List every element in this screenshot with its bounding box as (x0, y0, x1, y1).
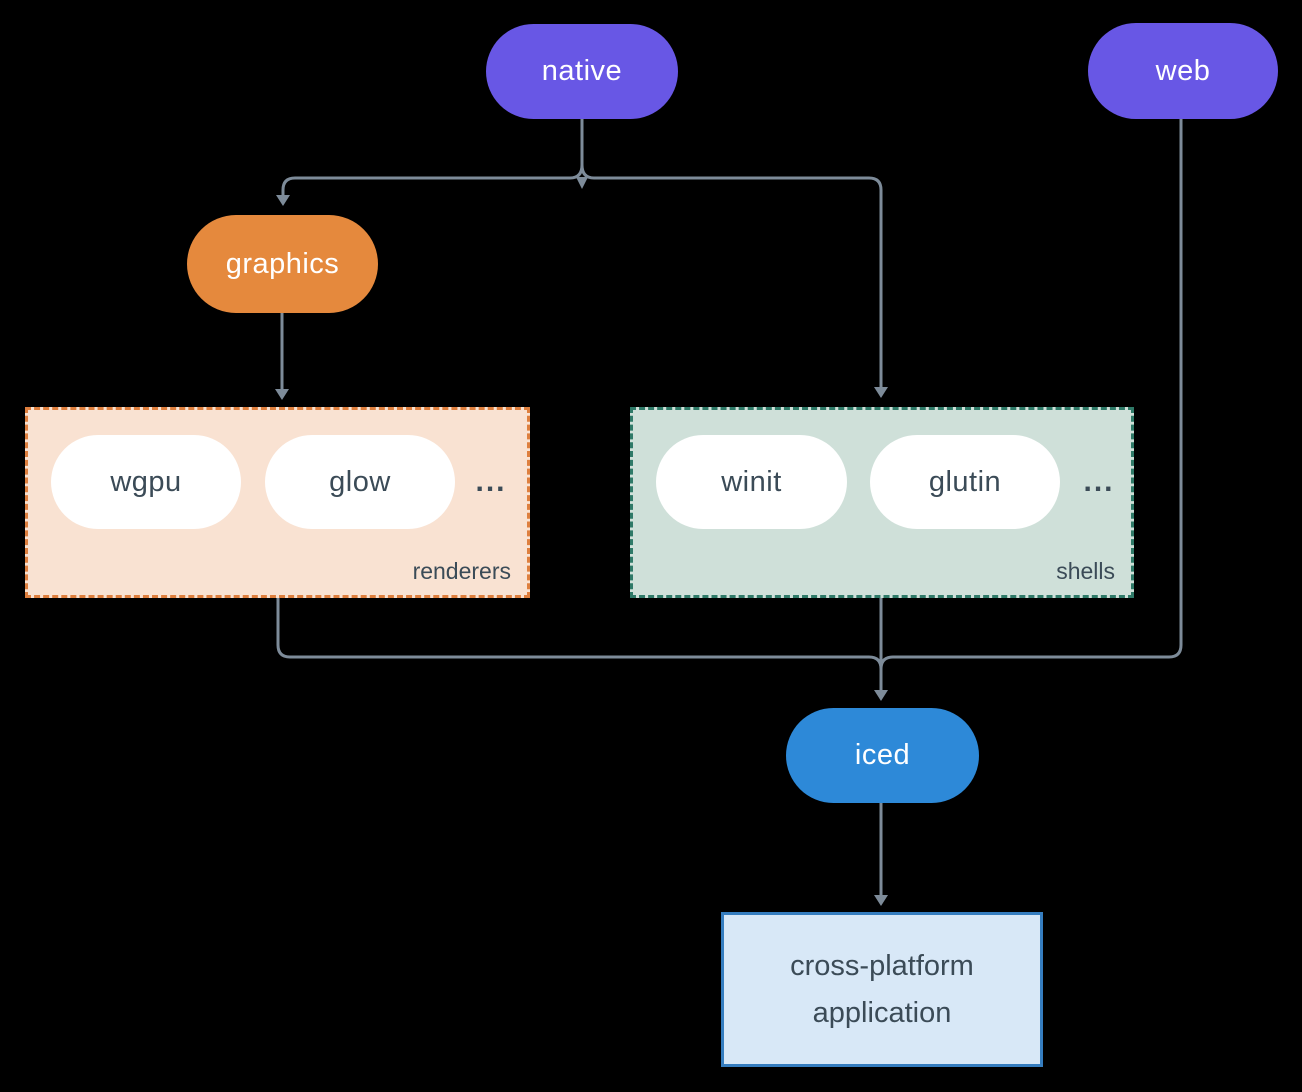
node-application-label: cross-platform application (790, 949, 974, 1029)
arrowhead-application (874, 895, 888, 906)
group-label-renderers: renderers (412, 558, 511, 584)
node-glow-label: glow (329, 465, 391, 498)
node-winit: winit (656, 435, 847, 529)
node-winit-label: winit (721, 465, 782, 498)
node-glow: glow (265, 435, 455, 529)
shells-ellipsis: ... (1083, 465, 1115, 498)
edge-renderers-merge (276, 598, 883, 670)
group-shells: winit glutin ... shells (630, 407, 1134, 598)
node-native: native (486, 24, 678, 119)
node-web: web (1088, 23, 1278, 119)
node-wgpu-label: wgpu (110, 465, 182, 498)
node-iced-label: iced (854, 739, 911, 771)
group-renderers: wgpu glow ... renderers (25, 407, 530, 598)
renderers-ellipsis: ... (475, 465, 507, 498)
node-glutin-label: glutin (928, 465, 1002, 498)
node-web-label: web (1155, 54, 1211, 87)
node-native-label: native (541, 55, 623, 87)
node-glutin: glutin (870, 435, 1060, 529)
edge-native-shells (580, 164, 883, 388)
node-application: cross-platform application (721, 912, 1043, 1067)
arrowhead-renderers (275, 389, 289, 400)
fork-spike (576, 177, 588, 189)
arrowhead-shells (874, 387, 888, 398)
node-iced: iced (786, 708, 979, 803)
edge-native-graphics (281, 164, 584, 196)
arrowhead-iced (874, 690, 888, 701)
arrowhead-graphics (276, 195, 290, 206)
node-wgpu: wgpu (51, 435, 241, 529)
group-label-shells: shells (1056, 558, 1115, 584)
node-graphics: graphics (187, 215, 378, 313)
node-graphics-label: graphics (225, 247, 340, 280)
